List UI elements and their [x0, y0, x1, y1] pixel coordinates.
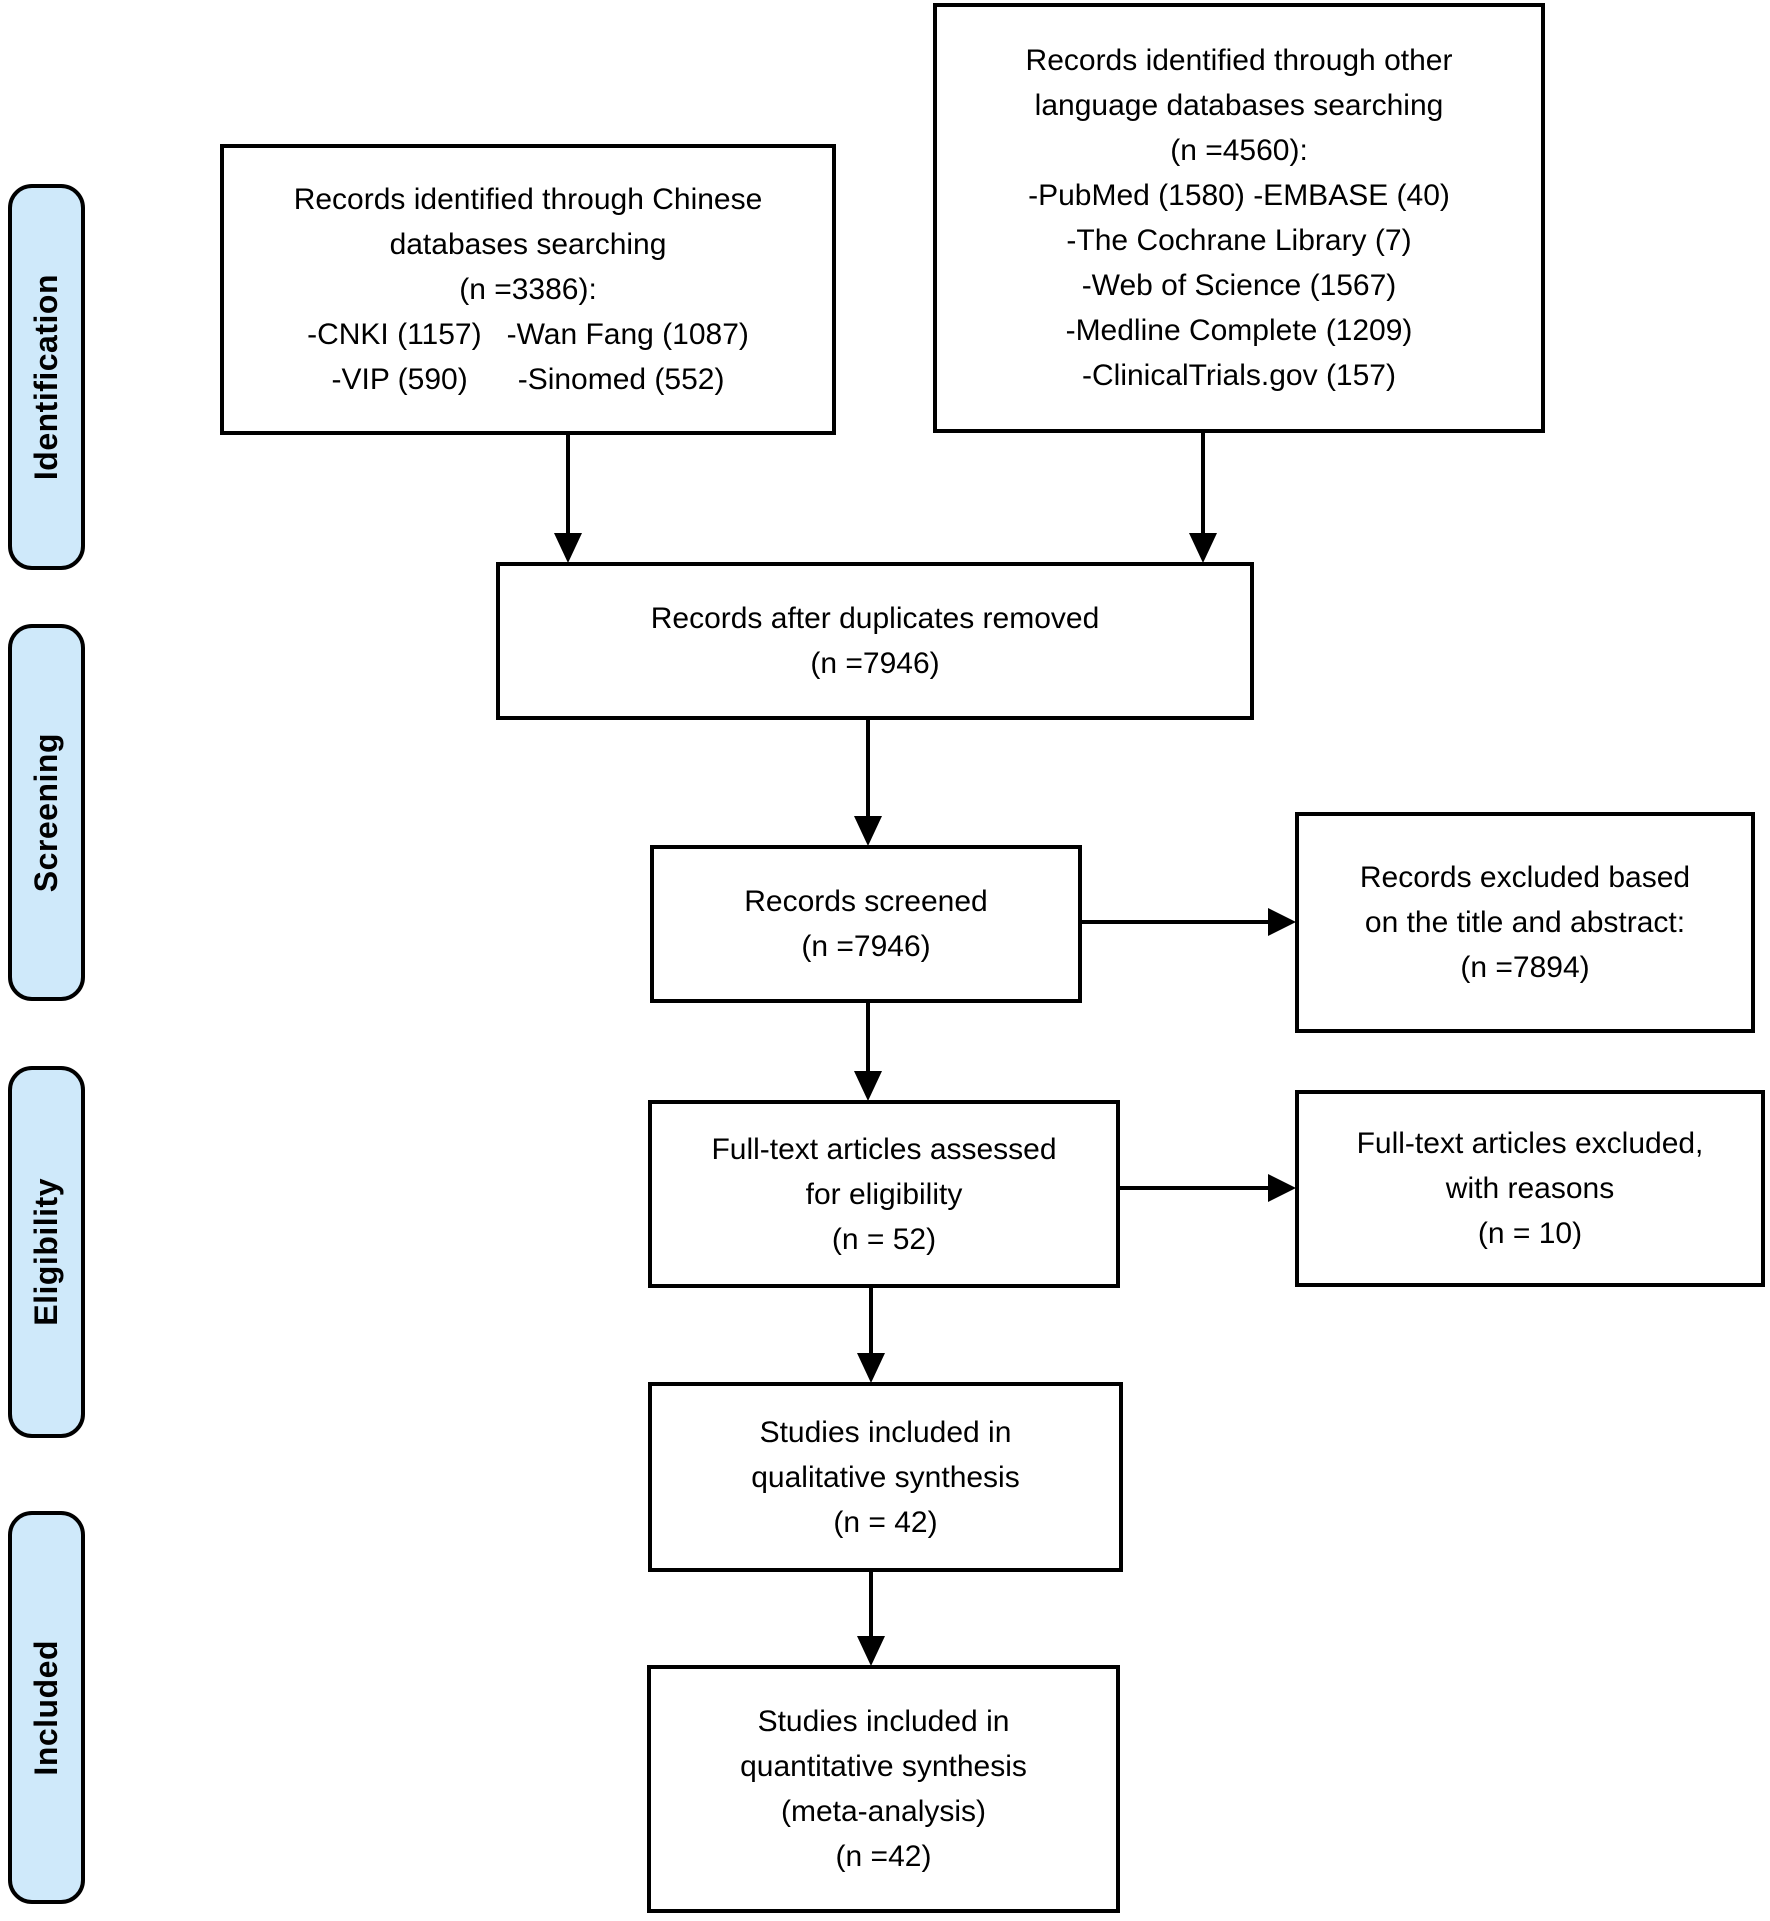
arrowhead-fulltext-to-excluded [1268, 1174, 1296, 1202]
arrowhead-screened-to-excluded [1268, 908, 1296, 936]
arrow-line-fulltext-to-excluded [1118, 1186, 1269, 1190]
arrowhead-duplicates-to-screened [854, 816, 882, 846]
box-quantitative-synthesis-text: Studies included in quantitative synthes… [740, 1705, 1027, 1873]
stage-eligibility: Eligibility [8, 1066, 85, 1438]
stage-identification: Identification [8, 184, 85, 570]
arrowhead-screened-to-fulltext [854, 1071, 882, 1101]
box-records-identified-chinese: Records identified through Chinese datab… [220, 144, 836, 435]
box-records-identified-other-languages: Records identified through other languag… [933, 3, 1545, 433]
stage-screening: Screening [8, 624, 85, 1001]
arrow-line-duplicates-to-screened [866, 718, 870, 817]
arrow-line-screened-to-fulltext [866, 1001, 870, 1072]
arrowhead-fulltext-to-qualitative [857, 1353, 885, 1383]
box-fulltext-assessed: Full-text articles assessed for eligibil… [648, 1100, 1120, 1288]
box-records-excluded: Records excluded based on the title and … [1295, 812, 1755, 1033]
box-fulltext-excluded-text: Full-text articles excluded, with reason… [1356, 1127, 1704, 1250]
box-records-screened: Records screened (n =7946) [650, 845, 1082, 1003]
box-fulltext-excluded: Full-text articles excluded, with reason… [1295, 1090, 1765, 1287]
arrow-line-qualitative-to-quantitative [869, 1570, 873, 1637]
arrowhead-chinese-to-duplicates [554, 533, 582, 563]
arrowhead-other-to-duplicates [1189, 533, 1217, 563]
box-records-identified-chinese-text: Records identified through Chinese datab… [293, 183, 763, 396]
box-records-identified-other-languages-text: Records identified through other languag… [1025, 44, 1453, 392]
stage-included-label: Included [28, 1639, 64, 1776]
box-qualitative-synthesis: Studies included in qualitative synthesi… [648, 1382, 1123, 1572]
box-fulltext-assessed-text: Full-text articles assessed for eligibil… [711, 1132, 1057, 1256]
arrow-line-chinese-to-duplicates [566, 435, 570, 534]
box-duplicates-removed-text: Records after duplicates removed (n =794… [650, 602, 1100, 680]
arrow-line-other-to-duplicates [1201, 433, 1205, 534]
stage-identification-label: Identification [28, 273, 64, 481]
arrow-line-fulltext-to-qualitative [869, 1286, 873, 1354]
box-quantitative-synthesis: Studies included in quantitative synthes… [647, 1665, 1120, 1913]
stage-eligibility-label: Eligibility [28, 1178, 64, 1326]
stage-included: Included [8, 1511, 85, 1904]
arrow-line-screened-to-excluded [1080, 920, 1269, 924]
stage-screening-label: Screening [28, 732, 64, 893]
box-duplicates-removed: Records after duplicates removed (n =794… [496, 562, 1254, 720]
arrowhead-qualitative-to-quantitative [857, 1636, 885, 1666]
box-records-excluded-text: Records excluded based on the title and … [1359, 861, 1691, 984]
box-qualitative-synthesis-text: Studies included in qualitative synthesi… [751, 1415, 1020, 1539]
box-records-screened-text: Records screened (n =7946) [744, 885, 988, 963]
